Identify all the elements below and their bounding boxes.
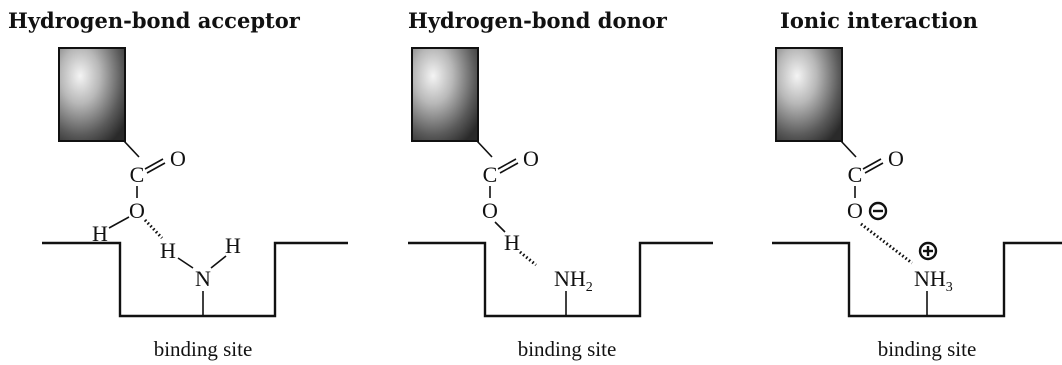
carbonyl-double-bond-a <box>144 158 164 170</box>
amine-hydrogen-right: H <box>225 233 241 258</box>
carbonyl-double-bond-b <box>499 162 519 174</box>
drug-molecule-block <box>58 47 126 142</box>
hydrogen-nitrogen-bond-right <box>210 255 227 269</box>
amine-nitrogen-atom: N <box>195 266 211 291</box>
hydrogen-bond-dots <box>519 250 537 267</box>
acid-hydrogen-atom: H <box>504 230 520 255</box>
carbonyl-double-bond-b <box>864 162 884 174</box>
ionic-interaction-dots <box>860 222 913 265</box>
carbonyl-oxygen-atom: O <box>170 146 186 171</box>
binding-site-pocket <box>42 241 348 318</box>
ammonium-group-label: NH <box>914 266 946 291</box>
acid-hydrogen-atom: H <box>92 221 108 246</box>
ammonium-group: NH3 <box>914 266 953 295</box>
drug-molecule-block <box>775 47 843 142</box>
amine-group-label: NH <box>554 266 586 291</box>
drug-molecule-block <box>411 47 479 142</box>
binding-site-pocket <box>772 241 1062 318</box>
carboxylate-oxygen-atom: O <box>847 198 863 223</box>
amine-hydrogen-left: H <box>160 238 176 263</box>
carbon-atom: C <box>483 162 498 187</box>
block-carbon-bond <box>476 140 493 158</box>
binding-site-caption: binding site <box>518 337 617 361</box>
binding-site-caption: binding site <box>878 337 977 361</box>
carbon-atom: C <box>130 162 145 187</box>
carbonyl-double-bond-a <box>497 158 517 170</box>
ammonium-subscript: 3 <box>946 280 953 295</box>
amine-subscript: 2 <box>586 280 593 295</box>
carbonyl-oxygen-atom: O <box>523 146 539 171</box>
positive-charge-icon <box>918 241 938 261</box>
panel-hydrogen-bond-donor: Hydrogen-bond donor C O O H NH2 binding … <box>408 8 713 361</box>
panel-title: Ionic interaction <box>780 8 978 33</box>
carbonyl-oxygen-atom: O <box>888 146 904 171</box>
oxygen-hydrogen-bond <box>108 216 130 229</box>
amine-group: NH2 <box>554 266 593 295</box>
panel-title: Hydrogen-bond acceptor <box>8 8 301 33</box>
carbon-atom: C <box>848 162 863 187</box>
binding-site-pocket <box>408 241 713 318</box>
hydroxyl-oxygen-atom: O <box>482 198 498 223</box>
carbonyl-double-bond-a <box>862 158 882 170</box>
oxygen-hydrogen-bond <box>494 221 506 233</box>
panel-title: Hydrogen-bond donor <box>408 8 668 33</box>
negative-charge-icon <box>868 201 888 221</box>
panel-ionic-interaction: Ionic interaction C O O NH3 binding site <box>772 8 1062 361</box>
block-carbon-bond <box>840 140 857 158</box>
block-carbon-bond <box>123 140 140 158</box>
carbonyl-double-bond-b <box>146 162 166 174</box>
hydrogen-bond-dots <box>143 218 164 240</box>
hydroxyl-oxygen-atom: O <box>129 198 145 223</box>
hydrogen-nitrogen-bond-left <box>177 257 194 269</box>
binding-site-caption: binding site <box>154 337 253 361</box>
panel-hydrogen-bond-acceptor: Hydrogen-bond acceptor C O O H H H N bin… <box>8 8 348 361</box>
